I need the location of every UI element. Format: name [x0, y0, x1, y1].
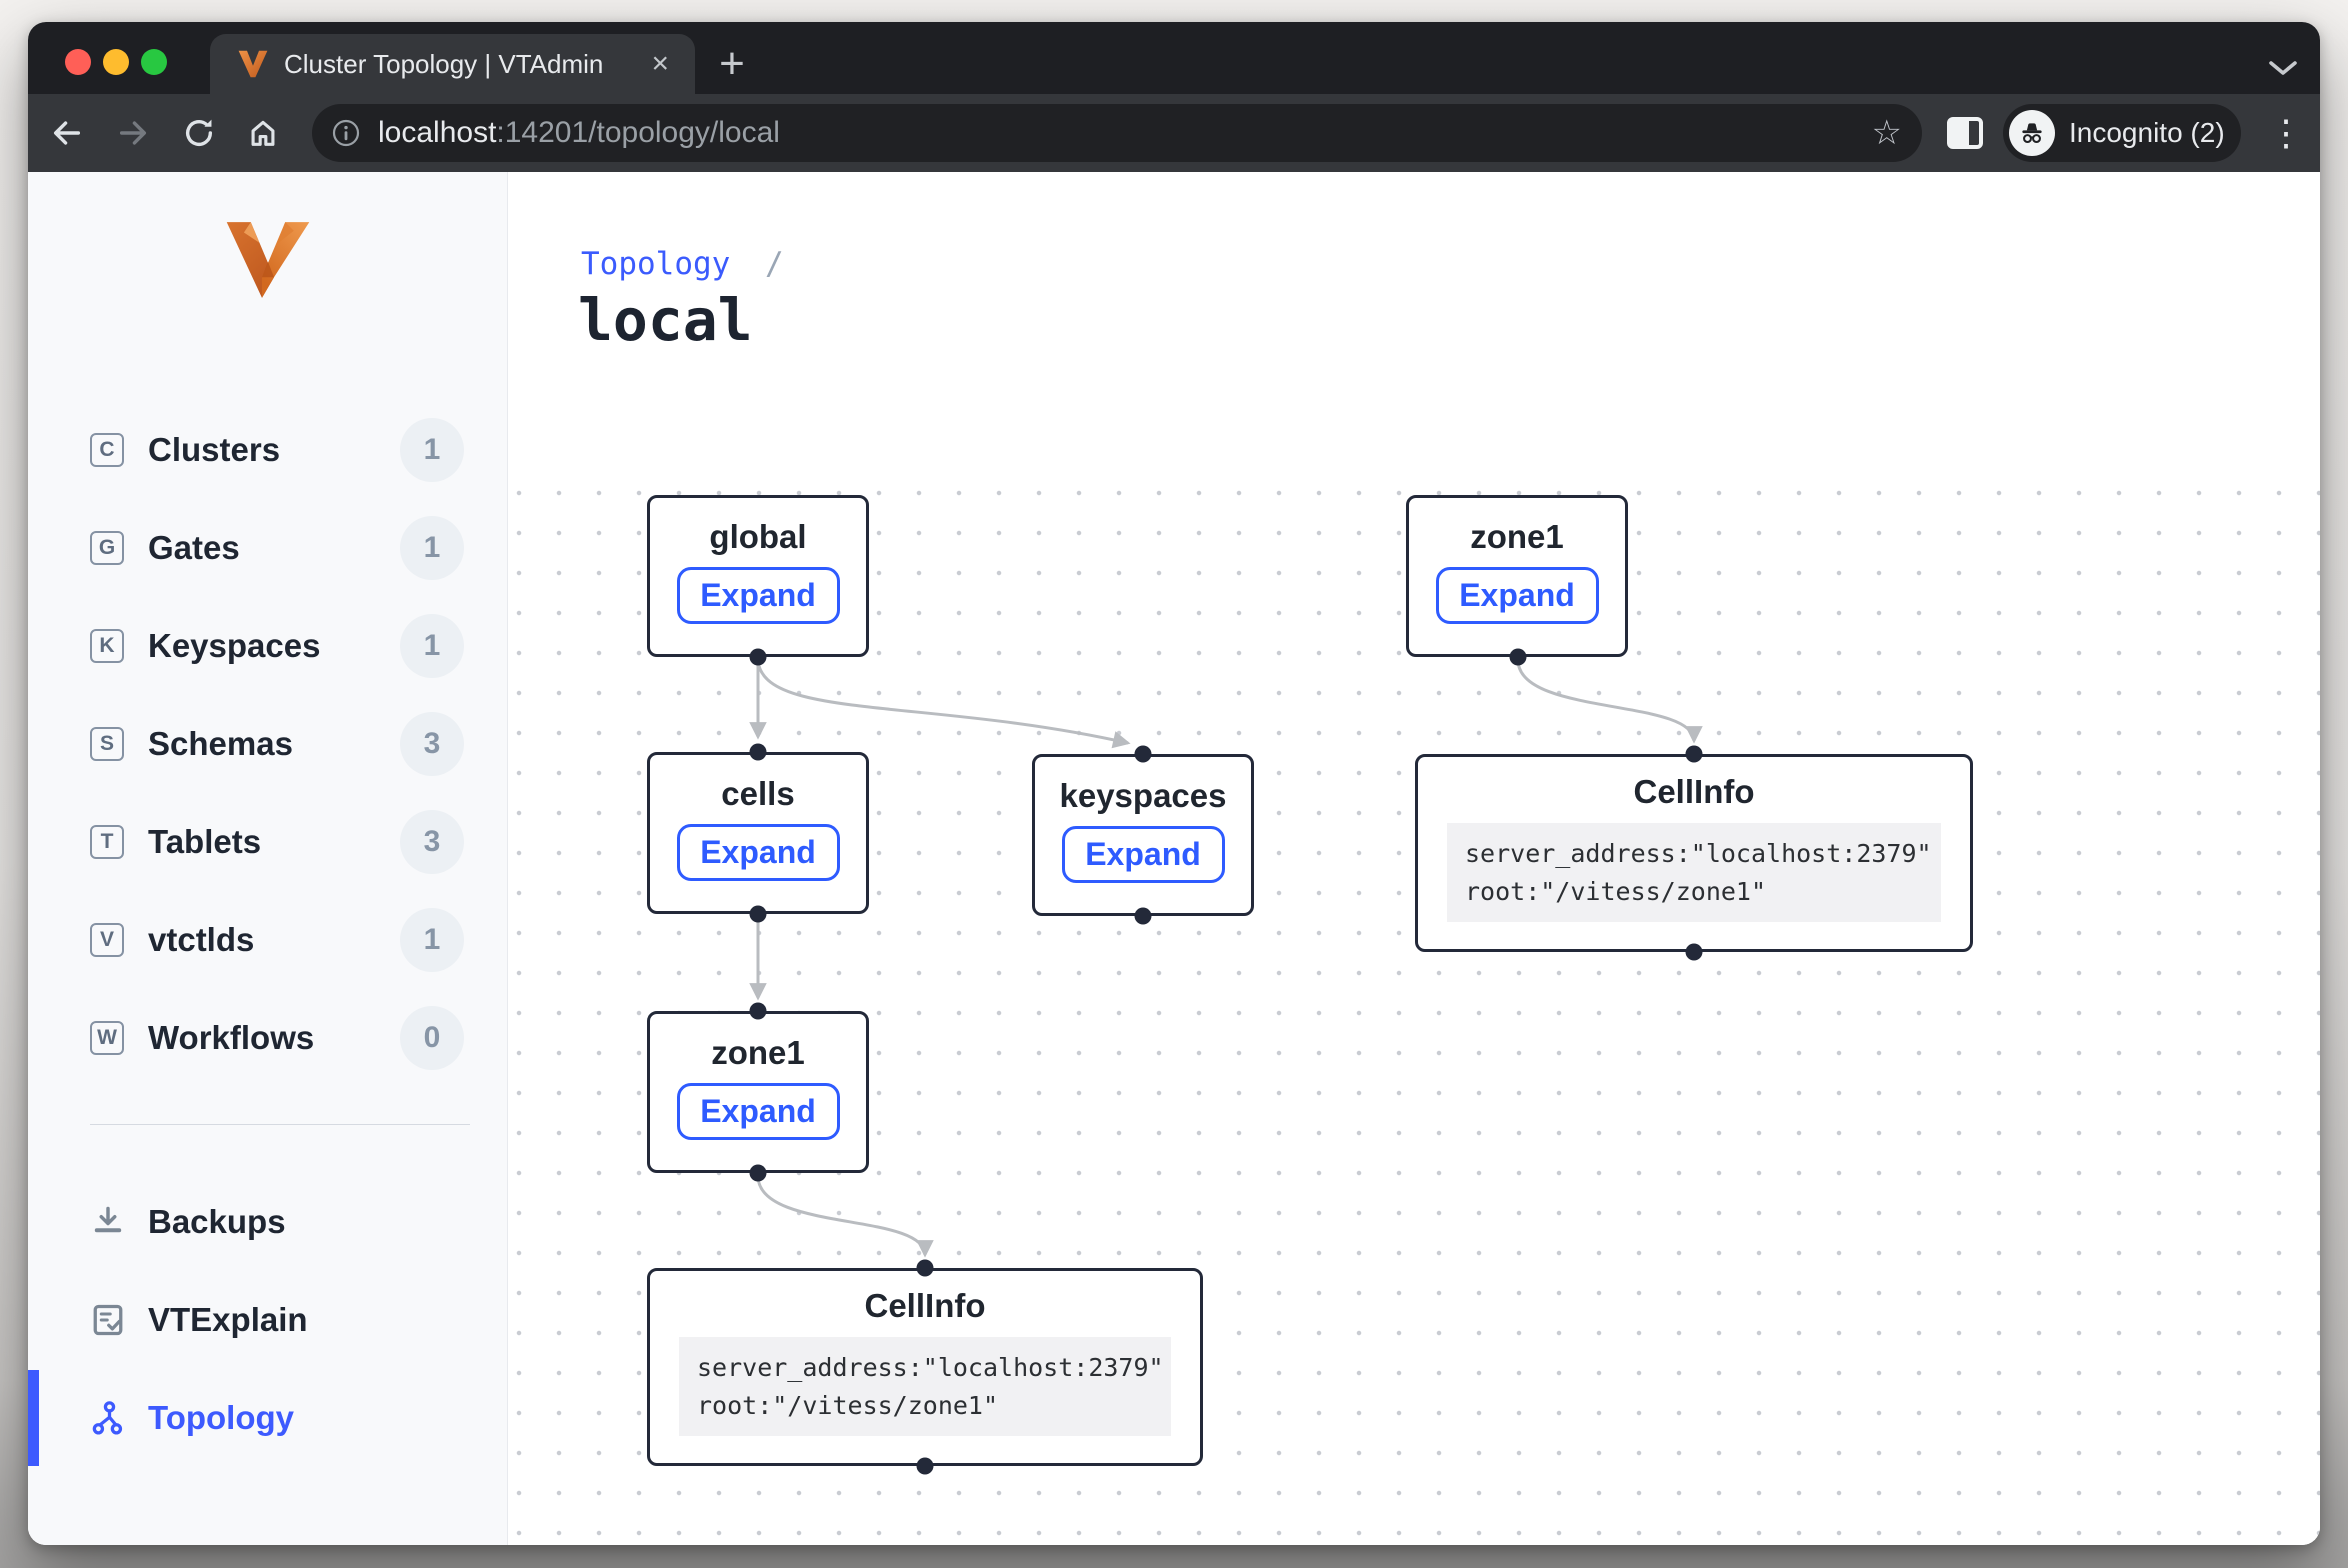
reload-button[interactable] [175, 109, 223, 157]
graph-node-cellinfo-bottom: CellInfo server_address:"localhost:2379"… [647, 1268, 1203, 1466]
vitess-favicon-icon [238, 50, 268, 78]
address-bar[interactable]: localhost:14201/topology/local ☆ [312, 104, 1922, 162]
edge-zone1-cellinfo [758, 1176, 925, 1255]
edge-zone1top-cellinfo [1518, 660, 1694, 741]
expand-button[interactable]: Expand [1436, 567, 1599, 624]
breadcrumb-topology-link[interactable]: Topology [581, 246, 730, 282]
incognito-badge[interactable]: Incognito (2) [2003, 104, 2241, 162]
browser-toolbar: localhost:14201/topology/local ☆ Incogni… [28, 94, 2320, 172]
new-tab-button[interactable]: + [710, 44, 754, 88]
graph-node-keyspaces: keyspaces Expand [1032, 754, 1254, 916]
main-panel: Topology / local global Expand zone1 Exp… [508, 172, 2320, 1545]
graph-node-zone1-mid: zone1 Expand [647, 1011, 869, 1173]
bookmark-star-icon[interactable]: ☆ [1872, 116, 1902, 150]
sidebar-item-workflows[interactable]: W Workflows 0 [28, 989, 507, 1087]
url-path: :14201/topology/local [496, 116, 780, 149]
url-text: localhost:14201/topology/local [378, 116, 780, 150]
tab-strip: Cluster Topology | VTAdmin × + [28, 22, 2320, 94]
page-title: local [578, 286, 753, 354]
node-title: cells [721, 775, 794, 813]
node-title: zone1 [1470, 518, 1564, 556]
sidebar-item-tablets[interactable]: T Tablets 3 [28, 793, 507, 891]
home-button[interactable] [239, 109, 287, 157]
site-info-icon[interactable] [332, 119, 360, 147]
sidebar-item-keyspaces[interactable]: K Keyspaces 1 [28, 597, 507, 695]
expand-button[interactable]: Expand [677, 824, 840, 881]
incognito-label: Incognito (2) [2069, 117, 2225, 149]
node-title: zone1 [711, 1034, 805, 1072]
count-badge: 3 [400, 810, 464, 874]
schemas-letter-icon: S [90, 727, 124, 761]
expand-button[interactable]: Expand [677, 567, 840, 624]
breadcrumb-separator: / [765, 246, 784, 282]
count-badge: 1 [400, 614, 464, 678]
cellinfo-code: server_address:"localhost:2379" root:"/v… [1447, 823, 1941, 922]
clusters-letter-icon: C [90, 433, 124, 467]
vtctlds-letter-icon: V [90, 923, 124, 957]
maximize-window-button[interactable] [141, 49, 167, 75]
browser-tab[interactable]: Cluster Topology | VTAdmin × [210, 34, 695, 94]
browser-window: Cluster Topology | VTAdmin × + [28, 22, 2320, 1545]
incognito-icon [2009, 110, 2055, 156]
sidebar-item-gates[interactable]: G Gates 1 [28, 499, 507, 597]
breadcrumb: Topology / [581, 246, 784, 282]
topology-icon [90, 1400, 126, 1436]
close-tab-icon[interactable]: × [651, 49, 669, 79]
chevron-down-icon[interactable] [2268, 60, 2298, 76]
sidebar-item-vtctlds[interactable]: V vtctlds 1 [28, 891, 507, 989]
node-title: global [709, 518, 806, 556]
sidebar-item-backups[interactable]: Backups [28, 1173, 507, 1271]
close-window-button[interactable] [65, 49, 91, 75]
topology-canvas[interactable]: global Expand zone1 Expand cells Expand … [508, 460, 2320, 1545]
page-content: C Clusters 1 G Gates 1 K Keyspaces 1 S S… [28, 172, 2320, 1545]
sidebar: C Clusters 1 G Gates 1 K Keyspaces 1 S S… [28, 172, 508, 1545]
count-badge: 1 [400, 908, 464, 972]
sidebar-nav: C Clusters 1 G Gates 1 K Keyspaces 1 S S… [28, 401, 507, 1087]
count-badge: 1 [400, 516, 464, 580]
graph-node-cells: cells Expand [647, 752, 869, 914]
count-badge: 3 [400, 712, 464, 776]
active-nav-indicator [28, 1370, 39, 1466]
node-title: keyspaces [1060, 777, 1227, 815]
sidebar-divider [90, 1124, 470, 1125]
download-icon [90, 1204, 126, 1240]
sidebar-secondary-nav: Backups VTExplain [28, 1173, 507, 1467]
keyspaces-letter-icon: K [90, 629, 124, 663]
kebab-menu-icon[interactable]: ⋮ [2262, 109, 2310, 157]
side-panel-icon[interactable] [1941, 109, 1989, 157]
sidebar-item-schemas[interactable]: S Schemas 3 [28, 695, 507, 793]
tab-title: Cluster Topology | VTAdmin [284, 49, 603, 80]
count-badge: 1 [400, 418, 464, 482]
forward-button[interactable] [109, 109, 157, 157]
back-button[interactable] [43, 109, 91, 157]
expand-button[interactable]: Expand [1062, 826, 1225, 883]
document-check-icon [90, 1302, 126, 1338]
sidebar-item-topology[interactable]: Topology [28, 1369, 507, 1467]
url-host: localhost [378, 116, 496, 149]
graph-node-zone1-top: zone1 Expand [1406, 495, 1628, 657]
gates-letter-icon: G [90, 531, 124, 565]
vitess-logo [225, 220, 311, 300]
workflows-letter-icon: W [90, 1021, 124, 1055]
expand-button[interactable]: Expand [677, 1083, 840, 1140]
cellinfo-code: server_address:"localhost:2379" root:"/v… [679, 1337, 1171, 1436]
node-title: CellInfo [865, 1287, 986, 1325]
tablets-letter-icon: T [90, 825, 124, 859]
graph-node-global: global Expand [647, 495, 869, 657]
sidebar-item-clusters[interactable]: C Clusters 1 [28, 401, 507, 499]
count-badge: 0 [400, 1006, 464, 1070]
minimize-window-button[interactable] [103, 49, 129, 75]
node-title: CellInfo [1634, 773, 1755, 811]
graph-node-cellinfo-right: CellInfo server_address:"localhost:2379"… [1415, 754, 1973, 952]
edge-global-keyspaces [758, 660, 1128, 743]
sidebar-item-vtexplain[interactable]: VTExplain [28, 1271, 507, 1369]
